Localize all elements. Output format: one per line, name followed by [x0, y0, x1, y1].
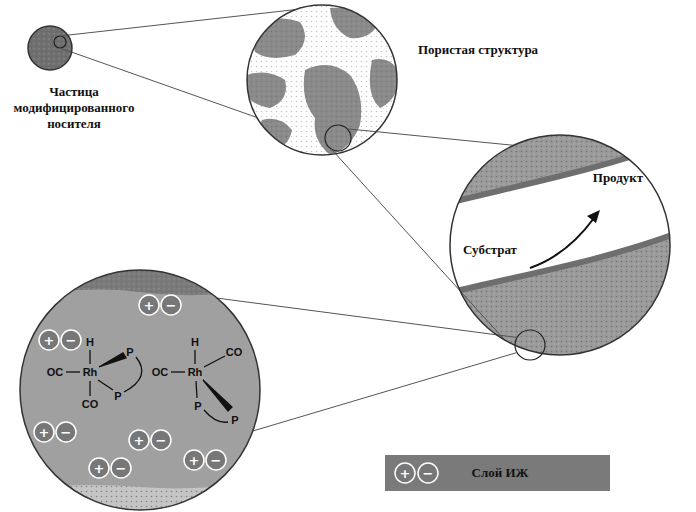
- cation-sign: +: [144, 298, 155, 313]
- zoom-line: [332, 129, 514, 340]
- anion-sign: −: [211, 453, 222, 468]
- reaction-arrow: [530, 210, 600, 268]
- chem-atom: CO: [226, 346, 243, 358]
- support-particle: [28, 26, 72, 70]
- zoom-marker: [515, 330, 545, 360]
- cation-sign: +: [44, 333, 55, 348]
- particle-node: Частица модифицированного носителя: [28, 26, 72, 70]
- legend-text: Слой ИЖ: [472, 465, 529, 481]
- substrate-label: Субстрат: [463, 242, 517, 258]
- anion-sign: −: [61, 425, 72, 440]
- legend-ion-pair: [395, 463, 438, 483]
- rh-complex-bonds: [66, 350, 232, 422]
- porous-zoom-circle: Пористая структура: [247, 5, 397, 155]
- circle-outline: [19, 269, 261, 511]
- circle-outline: [246, 4, 398, 156]
- anion-sign: −: [156, 433, 167, 448]
- chem-atom: P: [114, 390, 121, 402]
- legend-swatch: [385, 455, 610, 491]
- ion-pairs: [34, 295, 226, 478]
- zoom-line: [217, 298, 517, 431]
- chem-atom: P: [126, 346, 133, 358]
- legend-anion-sign: −: [423, 466, 434, 481]
- chem-atom: Rh: [188, 366, 203, 378]
- anion-sign: −: [116, 461, 127, 476]
- chem-atom: OC: [47, 366, 64, 378]
- porous-caption: Пористая структура: [418, 42, 538, 58]
- cation-sign: +: [134, 433, 145, 448]
- cation-sign: +: [189, 453, 200, 468]
- chem-atom: H: [86, 336, 94, 348]
- pore-zoom-circle: Субстрат Продукт: [450, 135, 670, 355]
- circle-border: [450, 135, 670, 355]
- cation-sign: +: [94, 461, 105, 476]
- cation-sign: +: [39, 425, 50, 440]
- pore-channel: [440, 135, 680, 355]
- circle-border: [20, 270, 260, 510]
- particle-caption: Частица модифицированного носителя: [1, 84, 147, 132]
- porous-structure: [247, 5, 400, 155]
- legend-cation-sign: +: [400, 466, 411, 481]
- legend: [385, 455, 610, 491]
- circle-border: [247, 5, 397, 155]
- chem-atom: Rh: [83, 366, 98, 378]
- chem-atom: P: [194, 400, 201, 412]
- chem-atom: P: [231, 414, 238, 426]
- zoom-marker: [325, 125, 351, 151]
- circle-border: [28, 26, 72, 70]
- chem-atom: CO: [82, 398, 99, 410]
- chem-atom: H: [191, 336, 199, 348]
- chem-atom: OC: [152, 366, 169, 378]
- product-label: Продукт: [593, 170, 643, 186]
- il-layer-circle: HOCRhPPCOHOCRhCOPP+−+−+−+−+−+−: [20, 270, 260, 510]
- anion-sign: −: [66, 333, 77, 348]
- anion-sign: −: [166, 298, 177, 313]
- circle-outline: [27, 25, 73, 71]
